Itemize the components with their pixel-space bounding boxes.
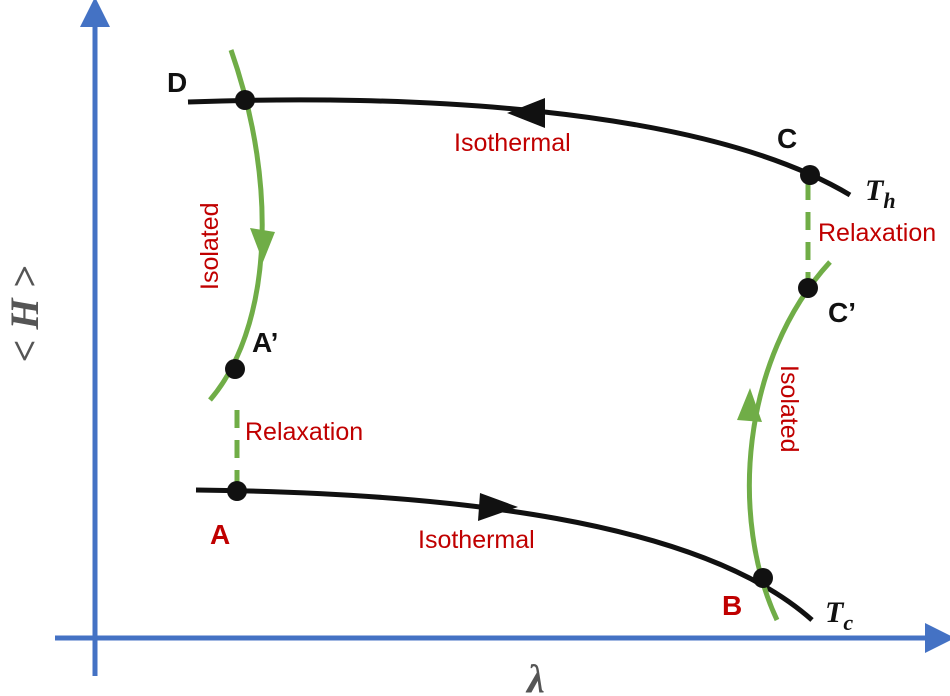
relaxation-right-label: Relaxation	[818, 219, 936, 247]
point-B-label: B	[722, 590, 742, 621]
isolated-left-label: Isolated	[196, 202, 224, 290]
point-D-label: D	[167, 67, 187, 98]
point-C-marker	[800, 165, 820, 185]
point-C-label: C	[777, 123, 797, 154]
left-isolated-arrow	[250, 228, 275, 262]
isothermal-bottom-label: Isothermal	[418, 526, 535, 554]
hot-temperature-label: Th	[865, 174, 896, 213]
relaxation-left-label: Relaxation	[245, 418, 363, 446]
point-A-label: A	[210, 519, 230, 550]
point-C-prime-label: C’	[828, 297, 856, 328]
y-axis-label: < H >	[2, 266, 47, 363]
isolated-right-label: Isolated	[775, 365, 803, 453]
hot-isotherm-arrow	[507, 98, 545, 128]
cold-isotherm-arrow	[478, 493, 518, 521]
right-isolated-arrow	[737, 388, 762, 422]
point-C-prime-marker	[798, 278, 818, 298]
point-A-prime-marker	[225, 359, 245, 379]
point-A-prime-label: A’	[252, 327, 278, 358]
cold-temperature-label: Tc	[825, 596, 853, 635]
isothermal-top-label: Isothermal	[454, 129, 571, 157]
point-B-marker	[753, 568, 773, 588]
point-A-marker	[227, 481, 247, 501]
point-D-marker	[235, 90, 255, 110]
x-axis-label: λ	[525, 656, 545, 696]
